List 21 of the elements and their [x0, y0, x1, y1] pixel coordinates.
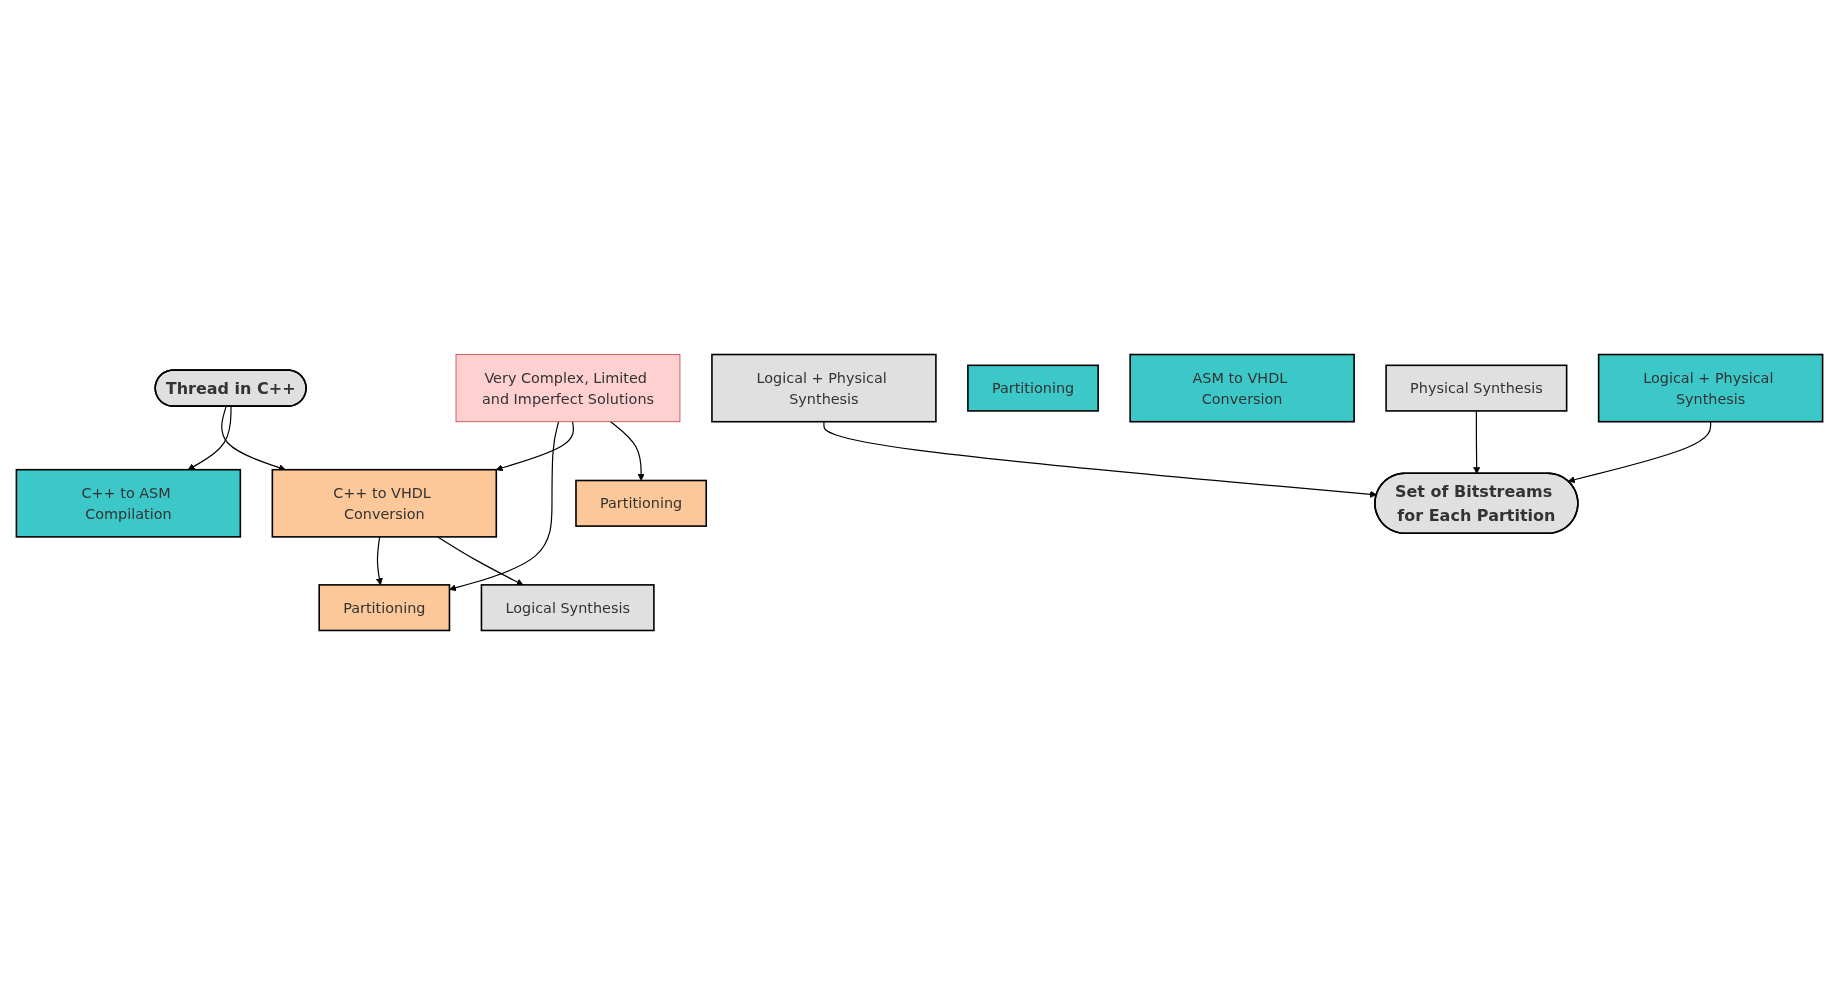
- node-box: Logical + Physical Synthesis: [711, 353, 937, 423]
- arrow: [610, 421, 645, 481]
- arrow: [823, 421, 1377, 498]
- arrow: [1567, 421, 1712, 484]
- arrow: [437, 536, 524, 586]
- node-box: Logical + Physical Synthesis: [1597, 353, 1824, 423]
- arrow: [221, 405, 286, 471]
- arrow: [449, 421, 560, 592]
- arrow: [495, 421, 574, 472]
- node-box: Partitioning: [575, 479, 708, 527]
- node-box: Partitioning: [318, 584, 451, 632]
- node-box: Very Complex, Limited and Imperfect Solutions: [455, 354, 681, 423]
- arrow: [375, 536, 383, 586]
- arrow: [1473, 410, 1481, 474]
- node-box: Logical Synthesis: [480, 584, 655, 632]
- node-box: Physical Synthesis: [1385, 364, 1568, 412]
- node-box: C++ to VHDL Conversion: [271, 468, 498, 538]
- node-box: C++ to ASM Compilation: [15, 468, 242, 538]
- node-box: Partitioning: [967, 364, 1099, 412]
- node-box: ASM to VHDL Conversion: [1129, 353, 1355, 423]
- arrow: [187, 405, 232, 470]
